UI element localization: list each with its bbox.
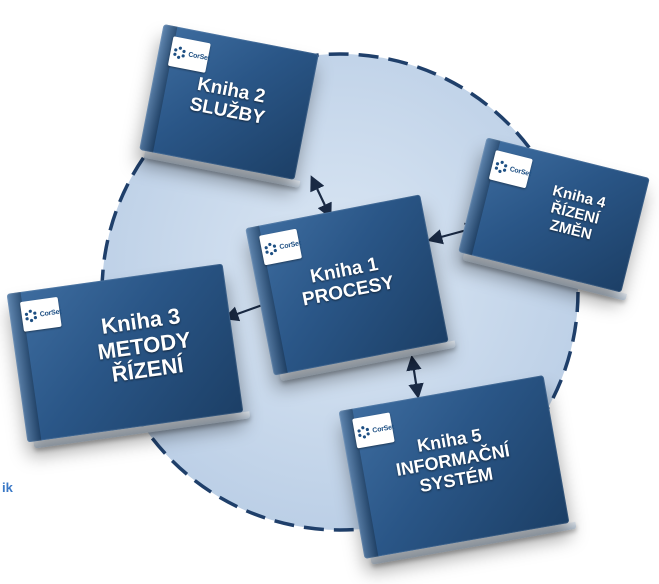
corset-logo-icon	[173, 46, 186, 59]
corset-logo-icon	[494, 160, 508, 174]
logo-text: CorSet	[278, 239, 302, 251]
book-2: CorSet Kniha 2 SLUŽBY	[139, 24, 319, 180]
book-3: CorSet Kniha 3 METODY ŘÍZENÍ	[6, 263, 244, 443]
book-1: CorSet Kniha 1 PROCESY	[245, 194, 449, 376]
corset-logo: CorSet	[167, 36, 211, 73]
logo-text: CorSet	[371, 423, 395, 435]
corset-logo-icon	[357, 426, 370, 439]
book-5: CorSet Kniha 5 INFORMAČNÍ SYSTÉM	[338, 375, 570, 559]
logo-text: CorSet	[39, 307, 62, 318]
corset-logo-icon	[264, 242, 277, 256]
arrow-book1-book5	[406, 354, 424, 400]
corset-logo: CorSet	[259, 228, 303, 266]
logo-text: CorSet	[187, 50, 211, 62]
arrow-book1-book2	[310, 175, 332, 219]
caption-text: ik	[2, 480, 13, 495]
book-4: CorSet Kniha 4 ŘÍZENÍ ZMĚN	[458, 137, 650, 293]
corset-logo: CorSet	[488, 150, 533, 189]
corset-logo: CorSet	[19, 296, 62, 332]
corset-logo-icon	[24, 309, 38, 323]
corset-logo: CorSet	[352, 412, 395, 449]
